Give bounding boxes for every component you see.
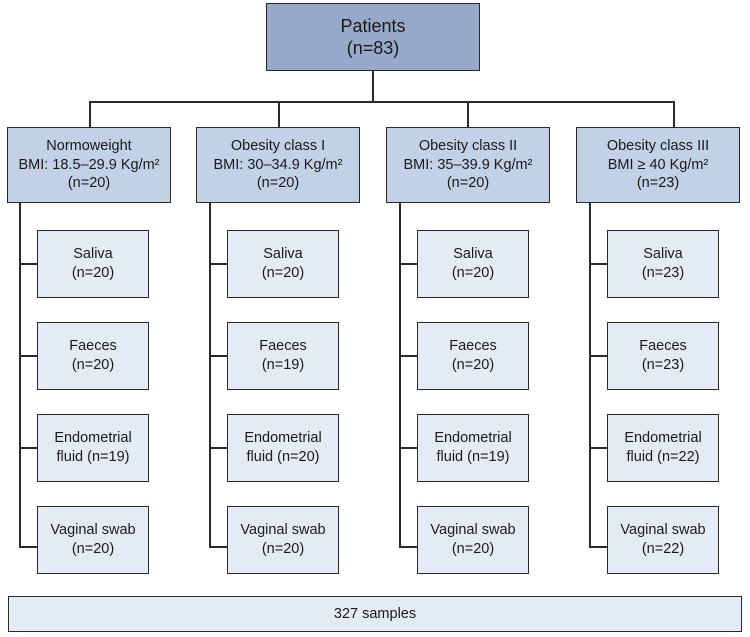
sample-count: (n=20) (71, 265, 115, 281)
sample-label: Saliva (453, 246, 493, 263)
sample-label: Vaginal swab (430, 522, 516, 539)
connector-tick (399, 546, 418, 548)
connector-tick (209, 263, 228, 265)
group-name: Obesity class III (606, 137, 710, 154)
group-name: Obesity class II (418, 137, 518, 154)
sample-count: (n=22) (641, 541, 685, 557)
sample-label: Faeces (449, 338, 497, 355)
connector-tick (589, 355, 608, 357)
sample-box-endometrial-fluid: Endometrial fluid (n=20) (227, 414, 339, 482)
connector-tick (19, 546, 38, 548)
sample-count: fluid (n=19) (56, 449, 130, 465)
sample-label: Vaginal swab (620, 522, 706, 539)
sample-box-faeces: Faeces (n=20) (417, 322, 529, 390)
sample-count: (n=20) (451, 265, 495, 281)
group-name: Normoweight (46, 137, 132, 154)
connector-tick (19, 263, 38, 265)
sample-label: Vaginal swab (50, 522, 136, 539)
sample-count: (n=20) (261, 265, 305, 281)
root-count: (n=83) (346, 38, 400, 58)
sample-box-endometrial-fluid: Endometrial fluid (n=19) (37, 414, 149, 482)
root-title: Patients (340, 15, 406, 36)
group-name: Obesity class I (230, 137, 326, 154)
connector-root-stem (372, 71, 374, 102)
sample-count: (n=23) (641, 265, 685, 281)
connector-tick (209, 447, 228, 449)
group-box-obesity-class-2: Obesity class II BMI: 35–39.9 Kg/m² (n=2… (386, 127, 550, 203)
sample-label: Saliva (263, 246, 303, 263)
total-samples-box: 327 samples (8, 596, 742, 632)
total-label: 327 samples (333, 605, 417, 622)
connector-tick (19, 447, 38, 449)
group-bmi: BMI: 30–34.9 Kg/m² (213, 156, 343, 173)
sample-box-saliva: Saliva (n=20) (37, 230, 149, 298)
connector-tick (209, 355, 228, 357)
patients-root-box: Patients (n=83) (266, 3, 480, 71)
group-box-obesity-class-3: Obesity class III BMI ≥ 40 Kg/m² (n=23) (576, 127, 740, 203)
connector-tick (589, 447, 608, 449)
connector-branch-group-0 (19, 203, 21, 548)
group-box-obesity-class-1: Obesity class I BMI: 30–34.9 Kg/m² (n=20… (196, 127, 360, 203)
sample-count: (n=23) (641, 357, 685, 373)
sample-count: fluid (n=19) (436, 449, 510, 465)
sample-count: (n=20) (451, 357, 495, 373)
sample-box-endometrial-fluid: Endometrial fluid (n=22) (607, 414, 719, 482)
connector-tick (19, 355, 38, 357)
connector-drop-group-0 (89, 101, 91, 127)
group-count: (n=20) (256, 175, 300, 192)
group-box-normoweight: Normoweight BMI: 18.5–29.9 Kg/m² (n=20) (7, 127, 171, 203)
connector-horizontal-bar (89, 101, 675, 103)
sample-box-saliva: Saliva (n=20) (417, 230, 529, 298)
sample-label: Saliva (73, 246, 113, 263)
sample-count: (n=20) (451, 541, 495, 557)
sample-label: Vaginal swab (240, 522, 326, 539)
connector-tick (209, 546, 228, 548)
group-bmi: BMI: 18.5–29.9 Kg/m² (18, 156, 160, 173)
sample-count: fluid (n=20) (246, 449, 320, 465)
connector-tick (589, 263, 608, 265)
connector-tick (399, 447, 418, 449)
sample-box-vaginal-swab: Vaginal swab (n=20) (227, 506, 339, 574)
connector-drop-group-3 (673, 101, 675, 127)
sample-box-saliva: Saliva (n=20) (227, 230, 339, 298)
group-count: (n=23) (636, 175, 680, 192)
sample-label: Saliva (643, 246, 683, 263)
sample-count: (n=19) (261, 357, 305, 373)
group-count: (n=20) (446, 175, 490, 192)
sample-box-faeces: Faeces (n=20) (37, 322, 149, 390)
sample-label: Endometrial (434, 430, 512, 447)
connector-tick (399, 263, 418, 265)
sample-label: Faeces (259, 338, 307, 355)
sample-label: Faeces (69, 338, 117, 355)
connector-branch-group-3 (589, 203, 591, 548)
group-bmi: BMI ≥ 40 Kg/m² (607, 156, 709, 173)
sample-box-endometrial-fluid: Endometrial fluid (n=19) (417, 414, 529, 482)
sample-box-faeces: Faeces (n=23) (607, 322, 719, 390)
sample-label: Faeces (639, 338, 687, 355)
connector-tick (589, 546, 608, 548)
sample-count: (n=20) (71, 357, 115, 373)
connector-drop-group-1 (278, 101, 280, 127)
sample-label: Endometrial (624, 430, 702, 447)
connector-branch-group-1 (209, 203, 211, 548)
sample-box-faeces: Faeces (n=19) (227, 322, 339, 390)
sample-box-vaginal-swab: Vaginal swab (n=20) (37, 506, 149, 574)
sample-box-vaginal-swab: Vaginal swab (n=20) (417, 506, 529, 574)
sample-box-saliva: Saliva (n=23) (607, 230, 719, 298)
sample-label: Endometrial (54, 430, 132, 447)
sample-count: fluid (n=22) (626, 449, 700, 465)
connector-drop-group-2 (467, 101, 469, 127)
sample-box-vaginal-swab: Vaginal swab (n=22) (607, 506, 719, 574)
group-bmi: BMI: 35–39.9 Kg/m² (403, 156, 533, 173)
sample-count: (n=20) (261, 541, 305, 557)
sample-label: Endometrial (244, 430, 322, 447)
connector-branch-group-2 (399, 203, 401, 548)
connector-tick (399, 355, 418, 357)
sample-count: (n=20) (71, 541, 115, 557)
group-count: (n=20) (67, 175, 111, 192)
